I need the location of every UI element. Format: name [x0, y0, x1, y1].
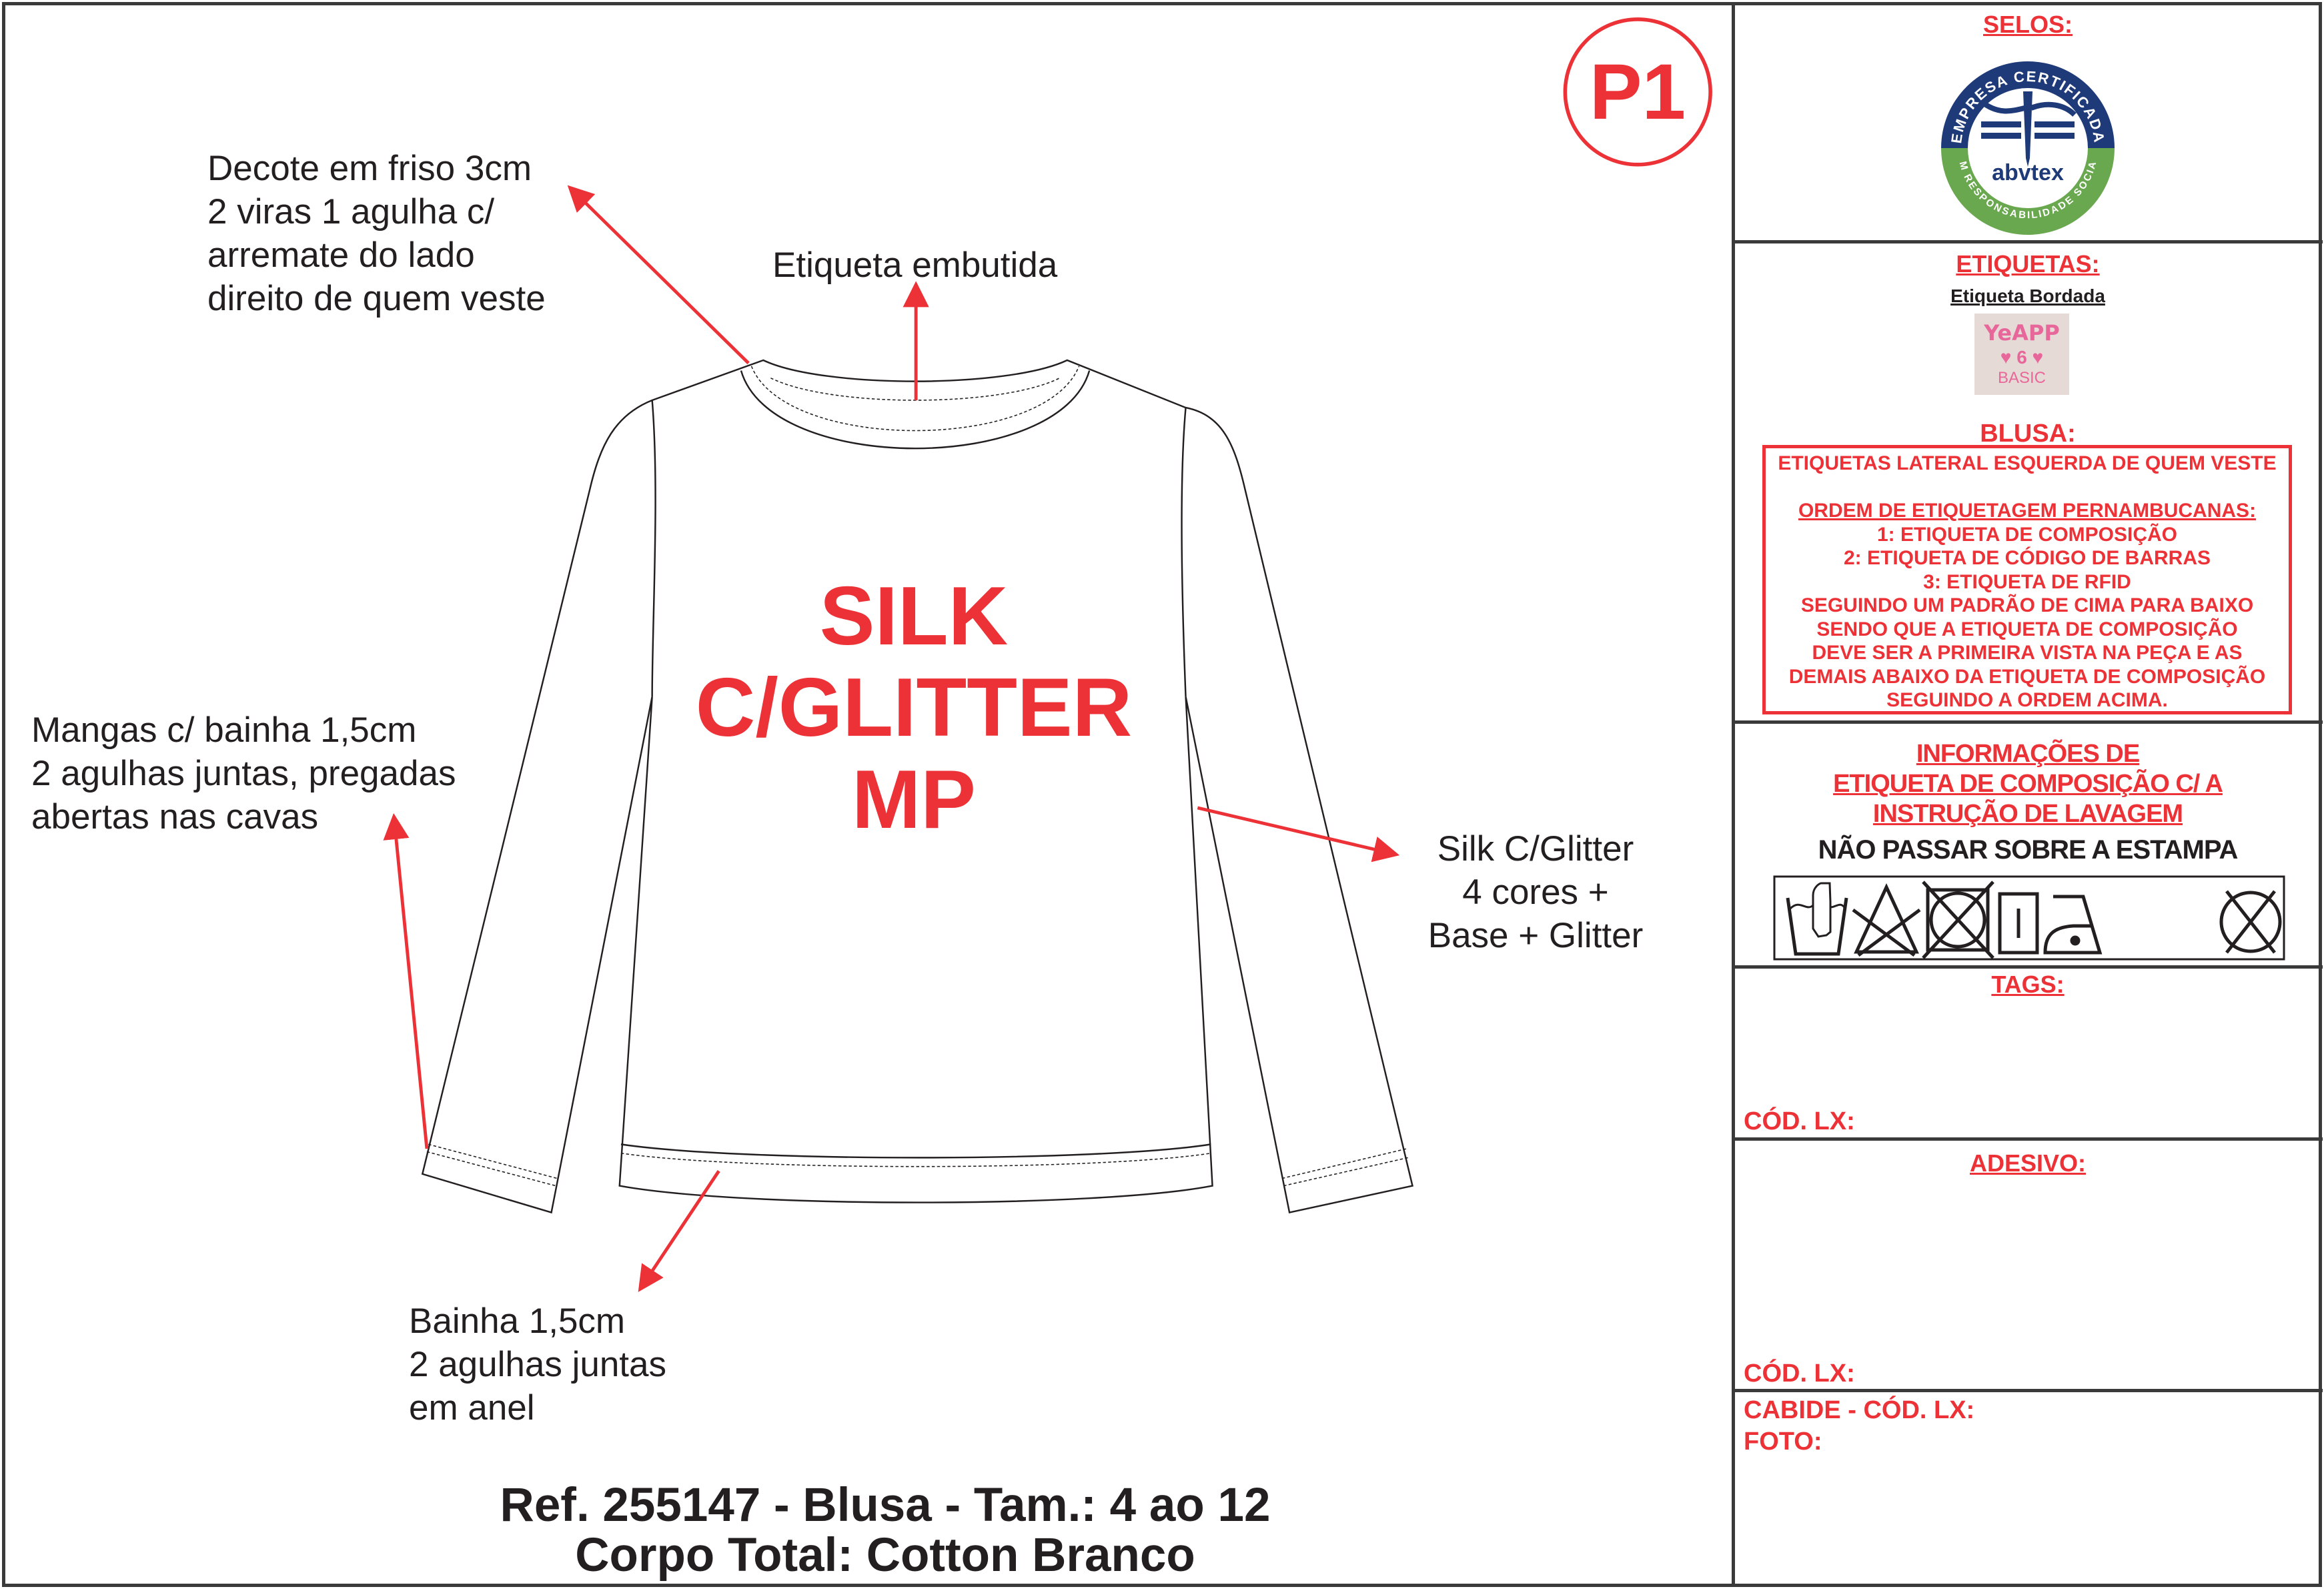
note-print: Silk C/Glitter 4 cores + Base + Glitter [1427, 829, 1644, 955]
section-title-selos: SELOS: [1982, 11, 2073, 38]
tags-code-label: CÓD. LX: [1744, 1107, 1855, 1135]
shirt-outline [421, 359, 1413, 1214]
fabric-title: Corpo Total: Cotton Branco [575, 1529, 1195, 1582]
arrow-neckline [567, 185, 750, 365]
sticker-code-label: CÓD. LX: [1744, 1360, 1855, 1388]
instruction-line: DEMAIS ABAIXO DA ETIQUETA DE COMPOSIÇÃO [1788, 665, 2266, 688]
divider [1733, 240, 2323, 243]
reference-title: Ref. 255147 - Blusa - Tam.: 4 ao 12 [500, 1479, 1271, 1532]
instruction-line: ETIQUETAS LATERAL ESQUERDA DE QUEM VESTE [1778, 452, 2277, 474]
instruction-line: 3: ETIQUETA DE RFID [1923, 570, 2131, 593]
divider [1733, 720, 2323, 724]
note-neckline: Decote em friso 3cm 2 viras 1 agulha c/ … [207, 149, 546, 318]
arrow-sleeves [383, 813, 429, 1149]
section-title-tags: TAGS: [1991, 971, 2065, 998]
photo-label: FOTO: [1744, 1428, 1822, 1456]
instruction-line: 1: ETIQUETA DE COMPOSIÇÃO [1876, 523, 2178, 546]
abvtex-certification-logo: EMPRESA CERTIFICADA EM RESPONSABILIDADE … [1934, 48, 2115, 235]
no-dry-clean-icon [2219, 890, 2282, 954]
print-text-line: SILK [819, 570, 1009, 662]
hand-wash-icon [1786, 882, 1848, 956]
note-label: Etiqueta embutida [772, 245, 1058, 285]
section-title-etiquetas: ETIQUETAS: [1956, 250, 2100, 278]
instruction-line: SENDO QUE A ETIQUETA DE COMPOSIÇÃO [1816, 618, 2238, 640]
care-info-title: INSTRUÇÃO DE LAVAGEM [1872, 800, 2183, 828]
no-bleach-icon [1852, 883, 1921, 957]
divider [1733, 1137, 2323, 1141]
print-text-line: MP [852, 754, 976, 846]
line-dry-icon [1998, 892, 2039, 955]
arrow-print [1197, 806, 1400, 863]
labeling-instructions-box: ETIQUETAS LATERAL ESQUERDA DE QUEM VESTE… [1762, 445, 2292, 714]
care-symbols [1773, 875, 2285, 961]
instruction-line [1766, 476, 2289, 500]
instruction-line: 2: ETIQUETA DE CÓDIGO DE BARRAS [1843, 547, 2211, 569]
divider [1733, 965, 2323, 969]
section-title-adesivo: ADESIVO: [1969, 1149, 2087, 1177]
iron-low-icon [2043, 895, 2103, 955]
embroidered-label-caption: Etiqueta Bordada [1950, 286, 2105, 306]
size-badge-circle [1563, 17, 1712, 167]
care-warning: NÃO PASSAR SOBRE A ESTAMPA [1818, 835, 2239, 865]
instruction-line: ORDEM DE ETIQUETAGEM PERNAMBUCANAS: [1798, 500, 2257, 522]
care-info-title: INFORMAÇÕES DE [1916, 740, 2140, 768]
arrow-hem [638, 1170, 720, 1292]
note-hem: Bainha 1,5cm 2 agulhas juntas em anel [409, 1301, 667, 1428]
svg-text:abvtex: abvtex [1992, 160, 2064, 185]
care-info-title: ETIQUETA DE COMPOSIÇÃO C/ A [1833, 770, 2223, 798]
size-badge: P1 [1589, 48, 1686, 136]
print-text-line: C/GLITTER [695, 662, 1133, 754]
instruction-line: SEGUINDO UM PADRÃO DE CIMA PARA BAIXO [1800, 594, 2254, 616]
embroidered-label-image: YeAPP ♥ 6 ♥ BASIC [1974, 314, 2069, 395]
no-tumble-dry-icon [1922, 881, 1994, 959]
hanger-code-label: CABIDE - CÓD. LX: [1744, 1396, 1975, 1424]
divider [1733, 1389, 2323, 1392]
instruction-line: DEVE SER A PRIMEIRA VISTA NA PEÇA E AS [1812, 642, 2243, 664]
instruction-line: SEGUINDO A ORDEM ACIMA. [1886, 689, 2168, 711]
note-sleeves: Mangas c/ bainha 1,5cm 2 agulhas juntas,… [31, 710, 456, 837]
section-title-blusa: BLUSA: [1980, 420, 2076, 448]
panel-divider [1732, 2, 1735, 1587]
